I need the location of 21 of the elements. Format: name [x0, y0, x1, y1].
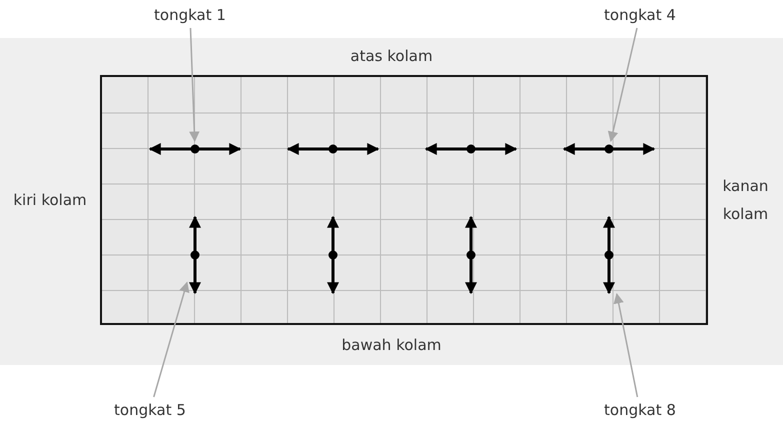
- stick-marker: [563, 141, 655, 157]
- pool-grid: [100, 75, 708, 325]
- stick-marker: [325, 216, 341, 294]
- leader-line: [614, 292, 638, 398]
- callout-label: tongkat 8: [595, 397, 685, 423]
- stick-marker: [187, 216, 203, 294]
- callout-label: tongkat 5: [105, 397, 195, 423]
- pool-side-label: kanan kolam: [708, 75, 783, 325]
- pool-side-label: kiri kolam: [0, 75, 100, 325]
- pool-side-label: atas kolam: [0, 38, 783, 75]
- stick-marker: [463, 216, 479, 294]
- stick-marker: [287, 141, 379, 157]
- stick-marker: [425, 141, 517, 157]
- callout-label: tongkat 4: [600, 2, 680, 28]
- stick-marker: [149, 141, 241, 157]
- leader-line: [189, 28, 200, 142]
- callout-label: tongkat 1: [150, 2, 230, 28]
- leader-line: [153, 282, 190, 398]
- stick-marker: [601, 216, 617, 294]
- pool-side-label: bawah kolam: [0, 325, 783, 365]
- leader-line: [608, 28, 638, 142]
